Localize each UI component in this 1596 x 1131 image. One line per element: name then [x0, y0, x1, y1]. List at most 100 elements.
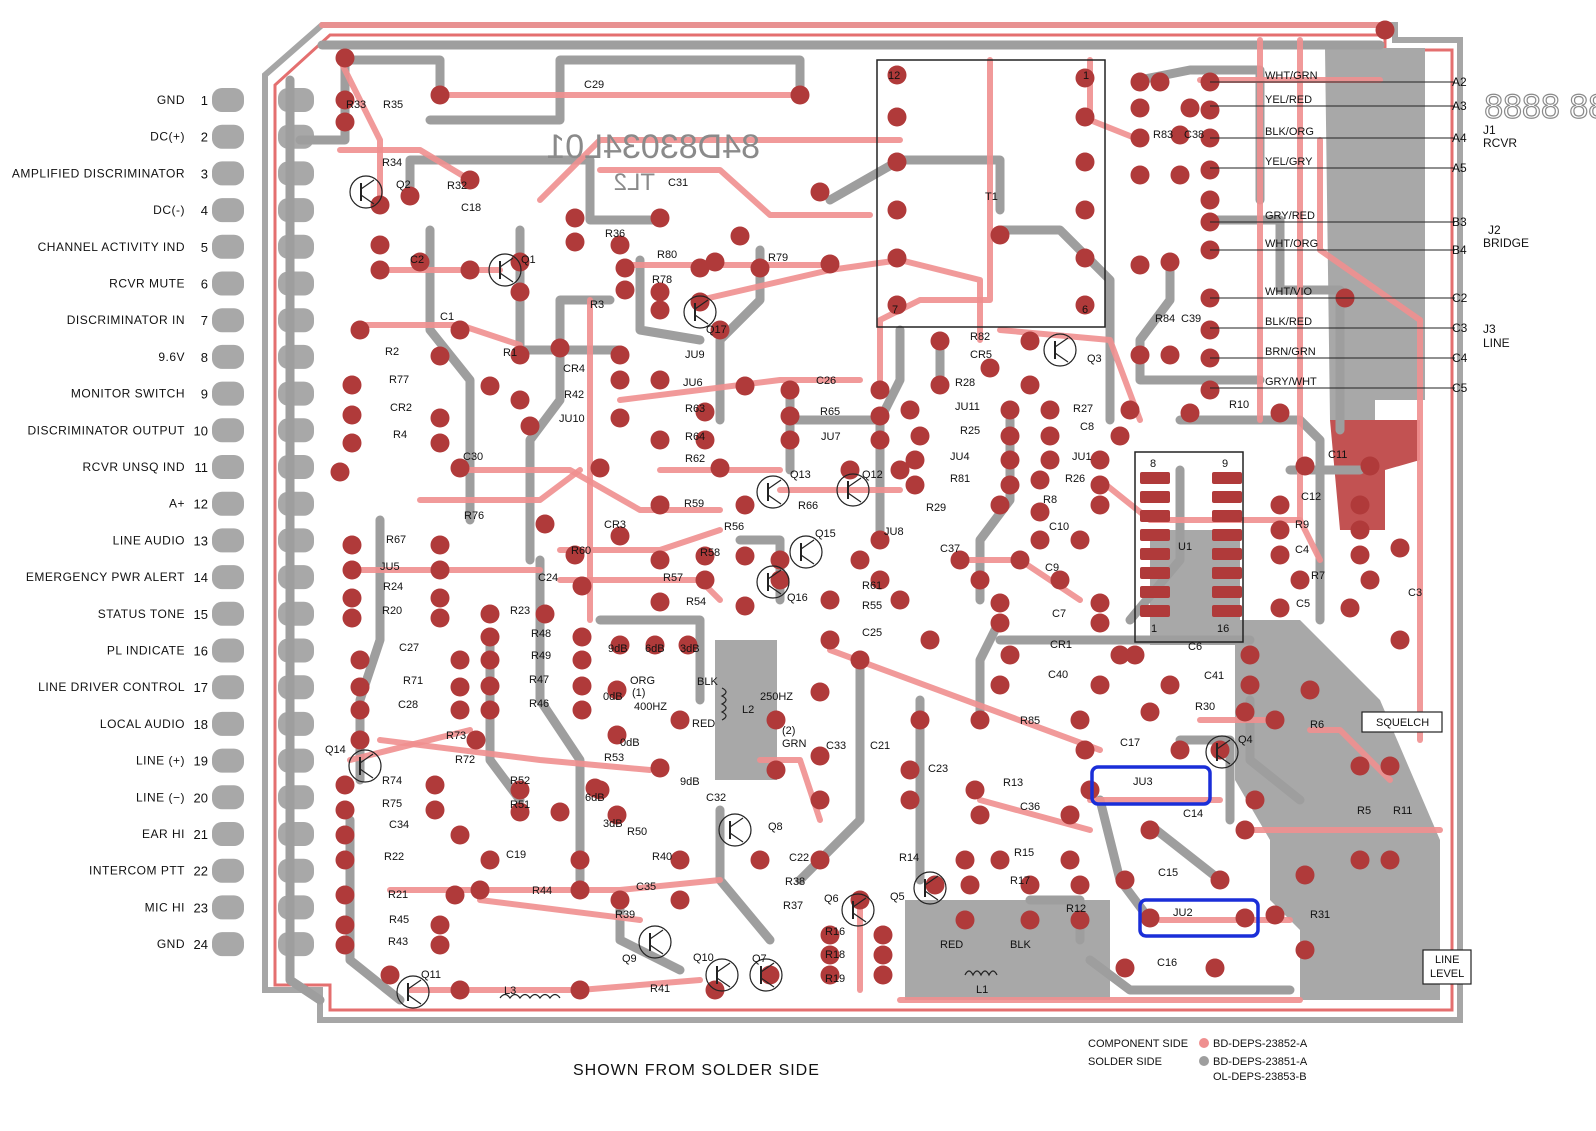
ref-r14: R14 — [899, 852, 919, 864]
ref-r65: R65 — [820, 406, 840, 418]
ref-r13: R13 — [1003, 777, 1023, 789]
pad — [650, 495, 670, 515]
transistor-symbol — [348, 749, 382, 783]
ref-r3: R3 — [590, 299, 604, 311]
board-outline-red — [273, 33, 1454, 1012]
ref-r80: R80 — [657, 249, 677, 261]
pad — [430, 346, 450, 366]
pad — [1300, 680, 1320, 700]
pad — [1030, 530, 1050, 550]
pad — [1020, 375, 1040, 395]
pad — [330, 462, 350, 482]
pad — [873, 965, 893, 985]
edge-pin-label-6: RCVR MUTE — [109, 277, 185, 291]
pad — [1130, 98, 1150, 118]
ref-cr2: CR2 — [390, 402, 412, 414]
ref-r21: R21 — [388, 889, 408, 901]
ref-q16: Q16 — [787, 592, 808, 604]
t1-outline — [876, 59, 1106, 328]
connector-pin-A2: A2 — [1452, 75, 1467, 89]
edge-pin-label-17: LINE DRIVER CONTROL — [38, 680, 185, 694]
pad — [990, 225, 1010, 245]
ref-r7: R7 — [1311, 570, 1325, 582]
wire-color-C3: BLK/RED — [1265, 316, 1312, 328]
pad — [1200, 320, 1220, 340]
pad — [887, 107, 907, 127]
ref-r44: R44 — [532, 885, 552, 897]
u1-pad-left-7 — [1140, 491, 1170, 503]
pad — [955, 910, 975, 930]
pad — [1160, 345, 1180, 365]
legend-component-doc: BD-DEPS-23852-A — [1213, 1038, 1308, 1050]
pad — [990, 495, 1010, 515]
ref-q14: Q14 — [325, 744, 346, 756]
ref-c24: C24 — [538, 572, 558, 584]
pad — [510, 802, 530, 822]
pad — [1270, 403, 1290, 423]
pad — [650, 550, 670, 570]
ref-r53: R53 — [604, 752, 624, 764]
ref-c26: C26 — [816, 375, 836, 387]
pad — [1040, 426, 1060, 446]
pad — [1265, 710, 1285, 730]
pad — [450, 458, 470, 478]
ref-r15: R15 — [1014, 847, 1034, 859]
connector-pin-B4: B4 — [1452, 243, 1467, 257]
edge-pin-label-3: AMPLIFIED DISCRIMINATOR — [12, 166, 185, 180]
ref-c32: C32 — [706, 792, 726, 804]
edge-pin-label-12: A+ — [169, 497, 185, 511]
pad — [1240, 675, 1260, 695]
ref-q4: Q4 — [1238, 734, 1253, 746]
edge-pin-number-21: 21 — [194, 827, 208, 842]
pad — [650, 300, 670, 320]
ref-r30: R30 — [1195, 701, 1215, 713]
db3b: 3dB — [603, 818, 623, 830]
pad — [1270, 545, 1290, 565]
u1-pin9: 9 — [1222, 458, 1228, 470]
u1-pins — [1140, 472, 1242, 617]
pad — [572, 576, 592, 596]
u1-label: U1 — [1178, 541, 1192, 553]
ref-c6: C6 — [1188, 641, 1202, 653]
edge-pin-label-21: EAR HI — [142, 827, 185, 841]
connector-pin-B3: B3 — [1452, 215, 1467, 229]
ref-r64: R64 — [685, 431, 705, 443]
edge-pin-label-16: PL INDICATE — [107, 644, 185, 658]
j2-name: BRIDGE — [1483, 236, 1529, 250]
transistor-symbol — [756, 565, 790, 599]
pad — [565, 208, 585, 228]
pad — [565, 545, 585, 565]
l2-coil — [720, 687, 727, 721]
transistor-symbol — [913, 871, 947, 905]
ref-c18: C18 — [461, 202, 481, 214]
pad — [607, 805, 627, 825]
pad — [810, 850, 830, 870]
pad — [887, 248, 907, 268]
pad — [1090, 675, 1110, 695]
pad — [650, 370, 670, 390]
ref-ju8: JU8 — [884, 526, 904, 538]
pad — [820, 965, 840, 985]
pad — [430, 408, 450, 428]
pad — [1200, 380, 1220, 400]
pad — [705, 252, 725, 272]
ref-r1: R1 — [503, 347, 517, 359]
pad — [1150, 72, 1170, 92]
pad — [430, 935, 450, 955]
pad — [810, 682, 830, 702]
pad — [1200, 190, 1220, 210]
transistor-symbol — [638, 925, 672, 959]
edge-pin-label-1: GND — [157, 93, 185, 107]
ref-r43: R43 — [388, 936, 408, 948]
u1-pad-right-15 — [1212, 586, 1242, 598]
j1-id: J1 — [1483, 123, 1496, 137]
pad — [450, 677, 470, 697]
ref-r20: R20 — [382, 605, 402, 617]
pad — [1000, 426, 1020, 446]
pad — [1020, 875, 1040, 895]
pad — [400, 186, 420, 206]
solder-pads — [330, 20, 1410, 1000]
ref-r78: R78 — [652, 274, 672, 286]
pad — [460, 170, 480, 190]
pad — [342, 560, 362, 580]
